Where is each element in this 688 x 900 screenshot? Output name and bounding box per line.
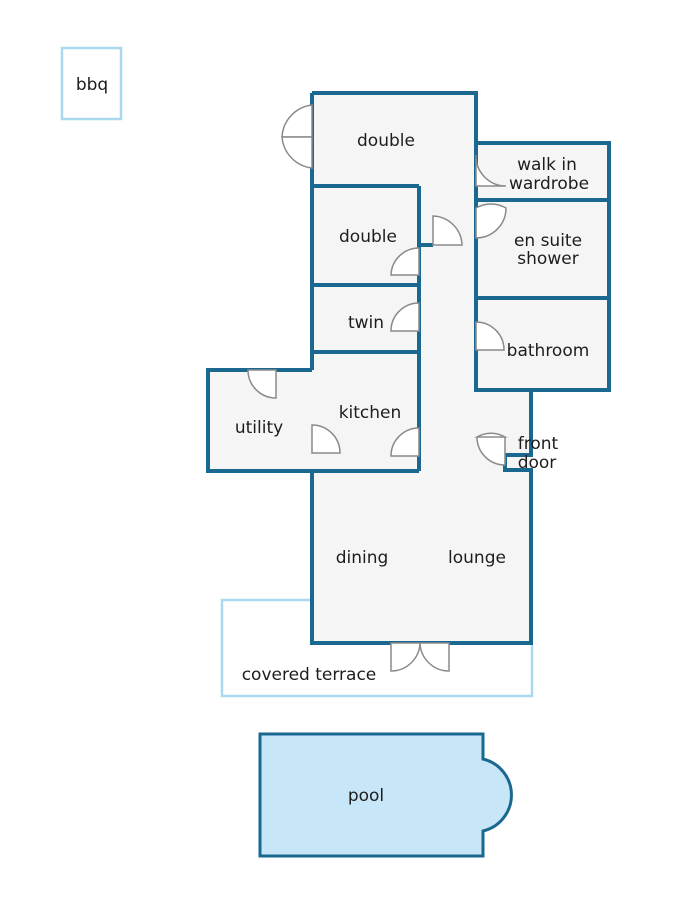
label-pool: pool bbox=[348, 786, 384, 806]
pool-shape bbox=[258, 732, 513, 858]
label-walk-in-line2: wardrobe bbox=[509, 174, 589, 194]
label-double-mid: double bbox=[339, 227, 397, 247]
doors bbox=[247, 104, 508, 672]
door-swing-double-mid-top bbox=[432, 215, 463, 246]
label-en-suite-line2: shower bbox=[517, 249, 578, 269]
floor-area bbox=[208, 93, 609, 643]
door-swing-kitchen bbox=[390, 427, 420, 457]
label-double-top: double bbox=[357, 131, 415, 151]
door-swing-double-mid bbox=[390, 247, 420, 276]
label-kitchen: kitchen bbox=[339, 403, 402, 423]
door-swing-terrace-right bbox=[419, 642, 450, 672]
door-swing-double-top-lower bbox=[281, 136, 313, 169]
door-swing-double-top-upper bbox=[281, 104, 313, 138]
label-front-door-line1: front bbox=[518, 434, 559, 454]
label-lounge: lounge bbox=[448, 548, 506, 568]
door-swing-bathroom bbox=[475, 321, 505, 351]
label-en-suite-line1: en suite bbox=[514, 231, 582, 251]
label-covered-terrace: covered terrace bbox=[242, 665, 377, 685]
covered-terrace-outline bbox=[220, 598, 534, 698]
label-dining: dining bbox=[336, 548, 389, 568]
label-walk-in-line1: walk in bbox=[517, 155, 577, 175]
door-swing-twin bbox=[390, 302, 420, 332]
label-twin: twin bbox=[348, 313, 384, 333]
door-swing-utility bbox=[247, 369, 277, 399]
label-utility: utility bbox=[235, 418, 283, 438]
door-swing-en-suite bbox=[475, 203, 507, 239]
bbq-outline bbox=[60, 46, 123, 121]
door-swing-walk-in bbox=[475, 154, 507, 187]
label-bbq: bbq bbox=[76, 75, 108, 95]
door-swing-front-door bbox=[474, 432, 508, 466]
label-front-door-line2: door bbox=[518, 453, 557, 473]
label-bathroom: bathroom bbox=[507, 341, 590, 361]
door-swing-kitchen-utility bbox=[311, 424, 341, 454]
